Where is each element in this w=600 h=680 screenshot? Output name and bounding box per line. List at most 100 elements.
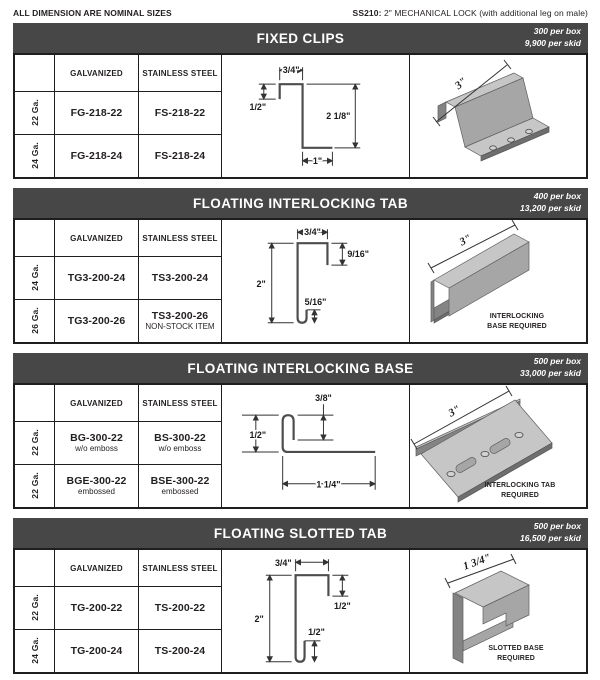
per-skid: 9,900 per skid: [524, 37, 581, 48]
per-skid: 13,200 per skid: [520, 202, 581, 213]
col-header-galvanized: GALVANIZED: [55, 55, 139, 92]
section-header-bar: FIXED CLIPS 300 per box 9,900 per skid: [13, 23, 588, 53]
col-header-stainless: STAINLESS STEEL: [139, 220, 222, 257]
render-dim-label: 1 3/4": [462, 552, 493, 573]
part-number-cell: FG-218-24: [55, 134, 139, 177]
corner-cell: [15, 55, 55, 92]
dimension-diagram: 3/4" 1/2" 2 1/8" 1": [222, 55, 410, 177]
profile-diagram-svg: 3/4" 1/2" 2 1/8" 1": [248, 64, 361, 168]
dim-left: 1/2": [249, 430, 266, 440]
col-header-stainless: STAINLESS STEEL: [139, 385, 222, 422]
per-box: 500 per box: [533, 356, 581, 366]
spec-table: GALVANIZED STAINLESS STEEL 22 Ga. BG-300…: [13, 383, 588, 509]
dimension-diagram: 3/8" 1/2" 1 1/4": [222, 385, 410, 507]
dim-right: 9/16": [347, 249, 369, 259]
section-fixed-clips: FIXED CLIPS 300 per box 9,900 per skid G…: [13, 23, 588, 179]
clip-3d-shape: [452, 570, 530, 664]
dim-top: 3/4": [304, 227, 321, 237]
render-dim-label: 3": [446, 403, 463, 420]
section-title: FLOATING INTERLOCKING TAB: [193, 195, 408, 211]
part-number-cell: TG-200-22: [55, 587, 139, 630]
dim-bottom: 1": [313, 156, 322, 166]
packing-info: 400 per box 13,200 per skid: [520, 191, 581, 215]
dim-right: 2 1/8": [326, 111, 350, 121]
col-header-galvanized: GALVANIZED: [55, 550, 139, 587]
render-svg: 3": [427, 220, 530, 324]
packing-info: 300 per box 9,900 per skid: [525, 26, 581, 50]
section-header-bar: FLOATING SLOTTED TAB 500 per box 16,500 …: [13, 518, 588, 548]
render-dimension: 3": [410, 385, 513, 450]
gauge-label: 26 Ga.: [15, 299, 55, 342]
dim-hook: 1/2": [308, 627, 325, 637]
corner-cell: [15, 385, 55, 422]
part-number-cell: TS3-200-24: [139, 257, 222, 300]
product-render: 3": [410, 55, 586, 177]
gauge-label: 22 Ga.: [15, 464, 55, 507]
section-header-bar: FLOATING INTERLOCKING TAB 400 per box 13…: [13, 188, 588, 218]
dim-left: 1/2": [249, 102, 266, 112]
section-floating-slotted-tab: FLOATING SLOTTED TAB 500 per box 16,500 …: [13, 518, 588, 674]
profile-diagram-svg: 3/4" 2" 1/2" 1/2": [253, 557, 352, 663]
gauge-label: 22 Ga.: [15, 587, 55, 630]
section-title: FLOATING SLOTTED TAB: [213, 525, 388, 541]
clip-3d-shape: [437, 72, 550, 162]
packing-info: 500 per box 33,000 per skid: [520, 356, 581, 380]
spec-sheet-page: ALL DIMENSION ARE NOMINAL SIZES SS210: 2…: [13, 8, 588, 674]
per-box: 400 per box: [533, 191, 581, 201]
gauge-label: 22 Ga.: [15, 92, 55, 135]
clip-3d-shape: [430, 233, 530, 324]
profile-diagram-svg: 3/8" 1/2" 1 1/4": [241, 392, 377, 491]
render-dim-label: 3": [457, 232, 474, 249]
part-number-cell: FS-218-24: [139, 134, 222, 177]
dim-left: 2": [257, 279, 266, 289]
part-number-cell: FS-218-22: [139, 92, 222, 135]
gauge-label: 22 Ga.: [15, 422, 55, 465]
per-box: 300 per box: [533, 26, 581, 36]
render-dimension: 3": [427, 220, 519, 274]
clip-3d-shape: [415, 398, 553, 503]
dim-left: 2": [255, 614, 264, 624]
dimension-diagram: 3/4" 2" 1/2" 1/2": [222, 550, 410, 672]
col-header-galvanized: GALVANIZED: [55, 385, 139, 422]
dim-top: 3/8": [315, 393, 332, 403]
page-top-note: ALL DIMENSION ARE NOMINAL SIZES SS210: 2…: [13, 8, 588, 18]
section-floating-interlocking-tab: FLOATING INTERLOCKING TAB 400 per box 13…: [13, 188, 588, 344]
dim-right: 1/2": [334, 601, 351, 611]
per-skid: 16,500 per skid: [520, 532, 581, 543]
profile-diagram-svg: 3/4" 9/16" 2" 5/16": [255, 226, 370, 324]
render-svg: 3": [410, 385, 553, 503]
product-desc: 2" MECHANICAL LOCK (with additional leg …: [381, 8, 588, 18]
part-number-cell: TS-200-24: [139, 629, 222, 672]
corner-cell: [15, 550, 55, 587]
section-title: FIXED CLIPS: [256, 30, 345, 46]
spec-table: GALVANIZED STAINLESS STEEL 22 Ga. TG-200…: [13, 548, 588, 674]
col-header-galvanized: GALVANIZED: [55, 220, 139, 257]
col-header-stainless: STAINLESS STEEL: [139, 550, 222, 587]
nominal-sizes-note: ALL DIMENSION ARE NOMINAL SIZES: [13, 8, 172, 18]
gauge-label: 24 Ga.: [15, 134, 55, 177]
section-floating-interlocking-base: FLOATING INTERLOCKING BASE 500 per box 3…: [13, 353, 588, 509]
spec-table: GALVANIZED STAINLESS STEEL 22 Ga. FG-218…: [13, 53, 588, 179]
render-svg: 1 3/4": [444, 552, 530, 664]
per-skid: 33,000 per skid: [520, 367, 581, 378]
col-header-stainless: STAINLESS STEEL: [139, 55, 222, 92]
dim-top: 3/4": [275, 558, 292, 568]
corner-cell: [15, 220, 55, 257]
part-number-cell: TG3-200-24: [55, 257, 139, 300]
product-code: SS210:: [352, 8, 382, 18]
dim-bottom: 1 1/4": [316, 479, 340, 489]
dimension-diagram: 3/4" 9/16" 2" 5/16": [222, 220, 410, 342]
product-code-note: SS210: 2" MECHANICAL LOCK (with addition…: [353, 8, 588, 18]
per-box: 500 per box: [533, 521, 581, 531]
gauge-label: 24 Ga.: [15, 629, 55, 672]
